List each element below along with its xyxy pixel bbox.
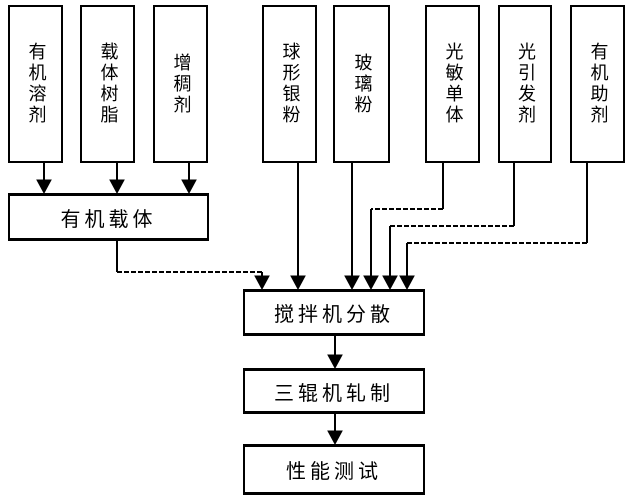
box-organic-carrier-label: 有机载体 xyxy=(60,206,157,231)
box-organic-solvent: 有机溶剂 xyxy=(8,5,63,163)
box-glass-powder-label: 玻璃粉 xyxy=(351,52,373,116)
box-organic-additive: 有机助剂 xyxy=(570,5,625,163)
box-photoinitiator-label: 光引发剂 xyxy=(515,42,536,126)
box-three-roll-milling-label: 三辊机轧制 xyxy=(274,380,394,405)
connector-additive-to-mixer xyxy=(399,163,588,291)
connector-glass-powder-to-mixer xyxy=(344,163,360,291)
box-three-roll-milling: 三辊机轧制 xyxy=(243,368,425,414)
connector-silver-powder-to-mixer xyxy=(290,163,306,291)
box-photoinitiator: 光引发剂 xyxy=(498,5,552,163)
box-organic-carrier: 有机载体 xyxy=(8,193,209,241)
box-performance-test-label: 性能测试 xyxy=(286,459,382,483)
connector-carrier-resin-to-carrier xyxy=(109,163,125,195)
box-carrier-resin-label: 载体树脂 xyxy=(97,42,119,126)
box-spherical-silver-powder-label: 球形银粉 xyxy=(279,42,301,126)
box-spherical-silver-powder: 球形银粉 xyxy=(262,5,317,163)
connector-carrier-to-mixer xyxy=(116,241,270,291)
connector-mill-to-test xyxy=(327,414,343,446)
connector-photoinitiator-to-mixer xyxy=(382,163,515,291)
connector-thickener-to-carrier xyxy=(181,163,197,195)
box-organic-additive-label: 有机助剂 xyxy=(587,42,609,126)
box-photosensitive-monomer-label: 光敏单体 xyxy=(442,42,464,126)
connector-monomer-to-mixer xyxy=(363,163,444,291)
box-photosensitive-monomer: 光敏单体 xyxy=(425,5,480,163)
box-mixer-dispersion-label: 搅拌机分散 xyxy=(274,302,394,326)
box-organic-solvent-label: 有机溶剂 xyxy=(25,42,47,126)
connector-organic-solvent-to-carrier xyxy=(36,163,52,195)
box-performance-test: 性能测试 xyxy=(243,444,425,495)
box-mixer-dispersion: 搅拌机分散 xyxy=(243,289,425,336)
box-thickener-label: 增稠剂 xyxy=(170,52,192,116)
box-thickener: 增稠剂 xyxy=(153,5,208,163)
box-carrier-resin: 载体树脂 xyxy=(80,5,135,163)
connector-mixer-to-mill xyxy=(327,336,343,370)
box-glass-powder: 玻璃粉 xyxy=(333,5,390,163)
